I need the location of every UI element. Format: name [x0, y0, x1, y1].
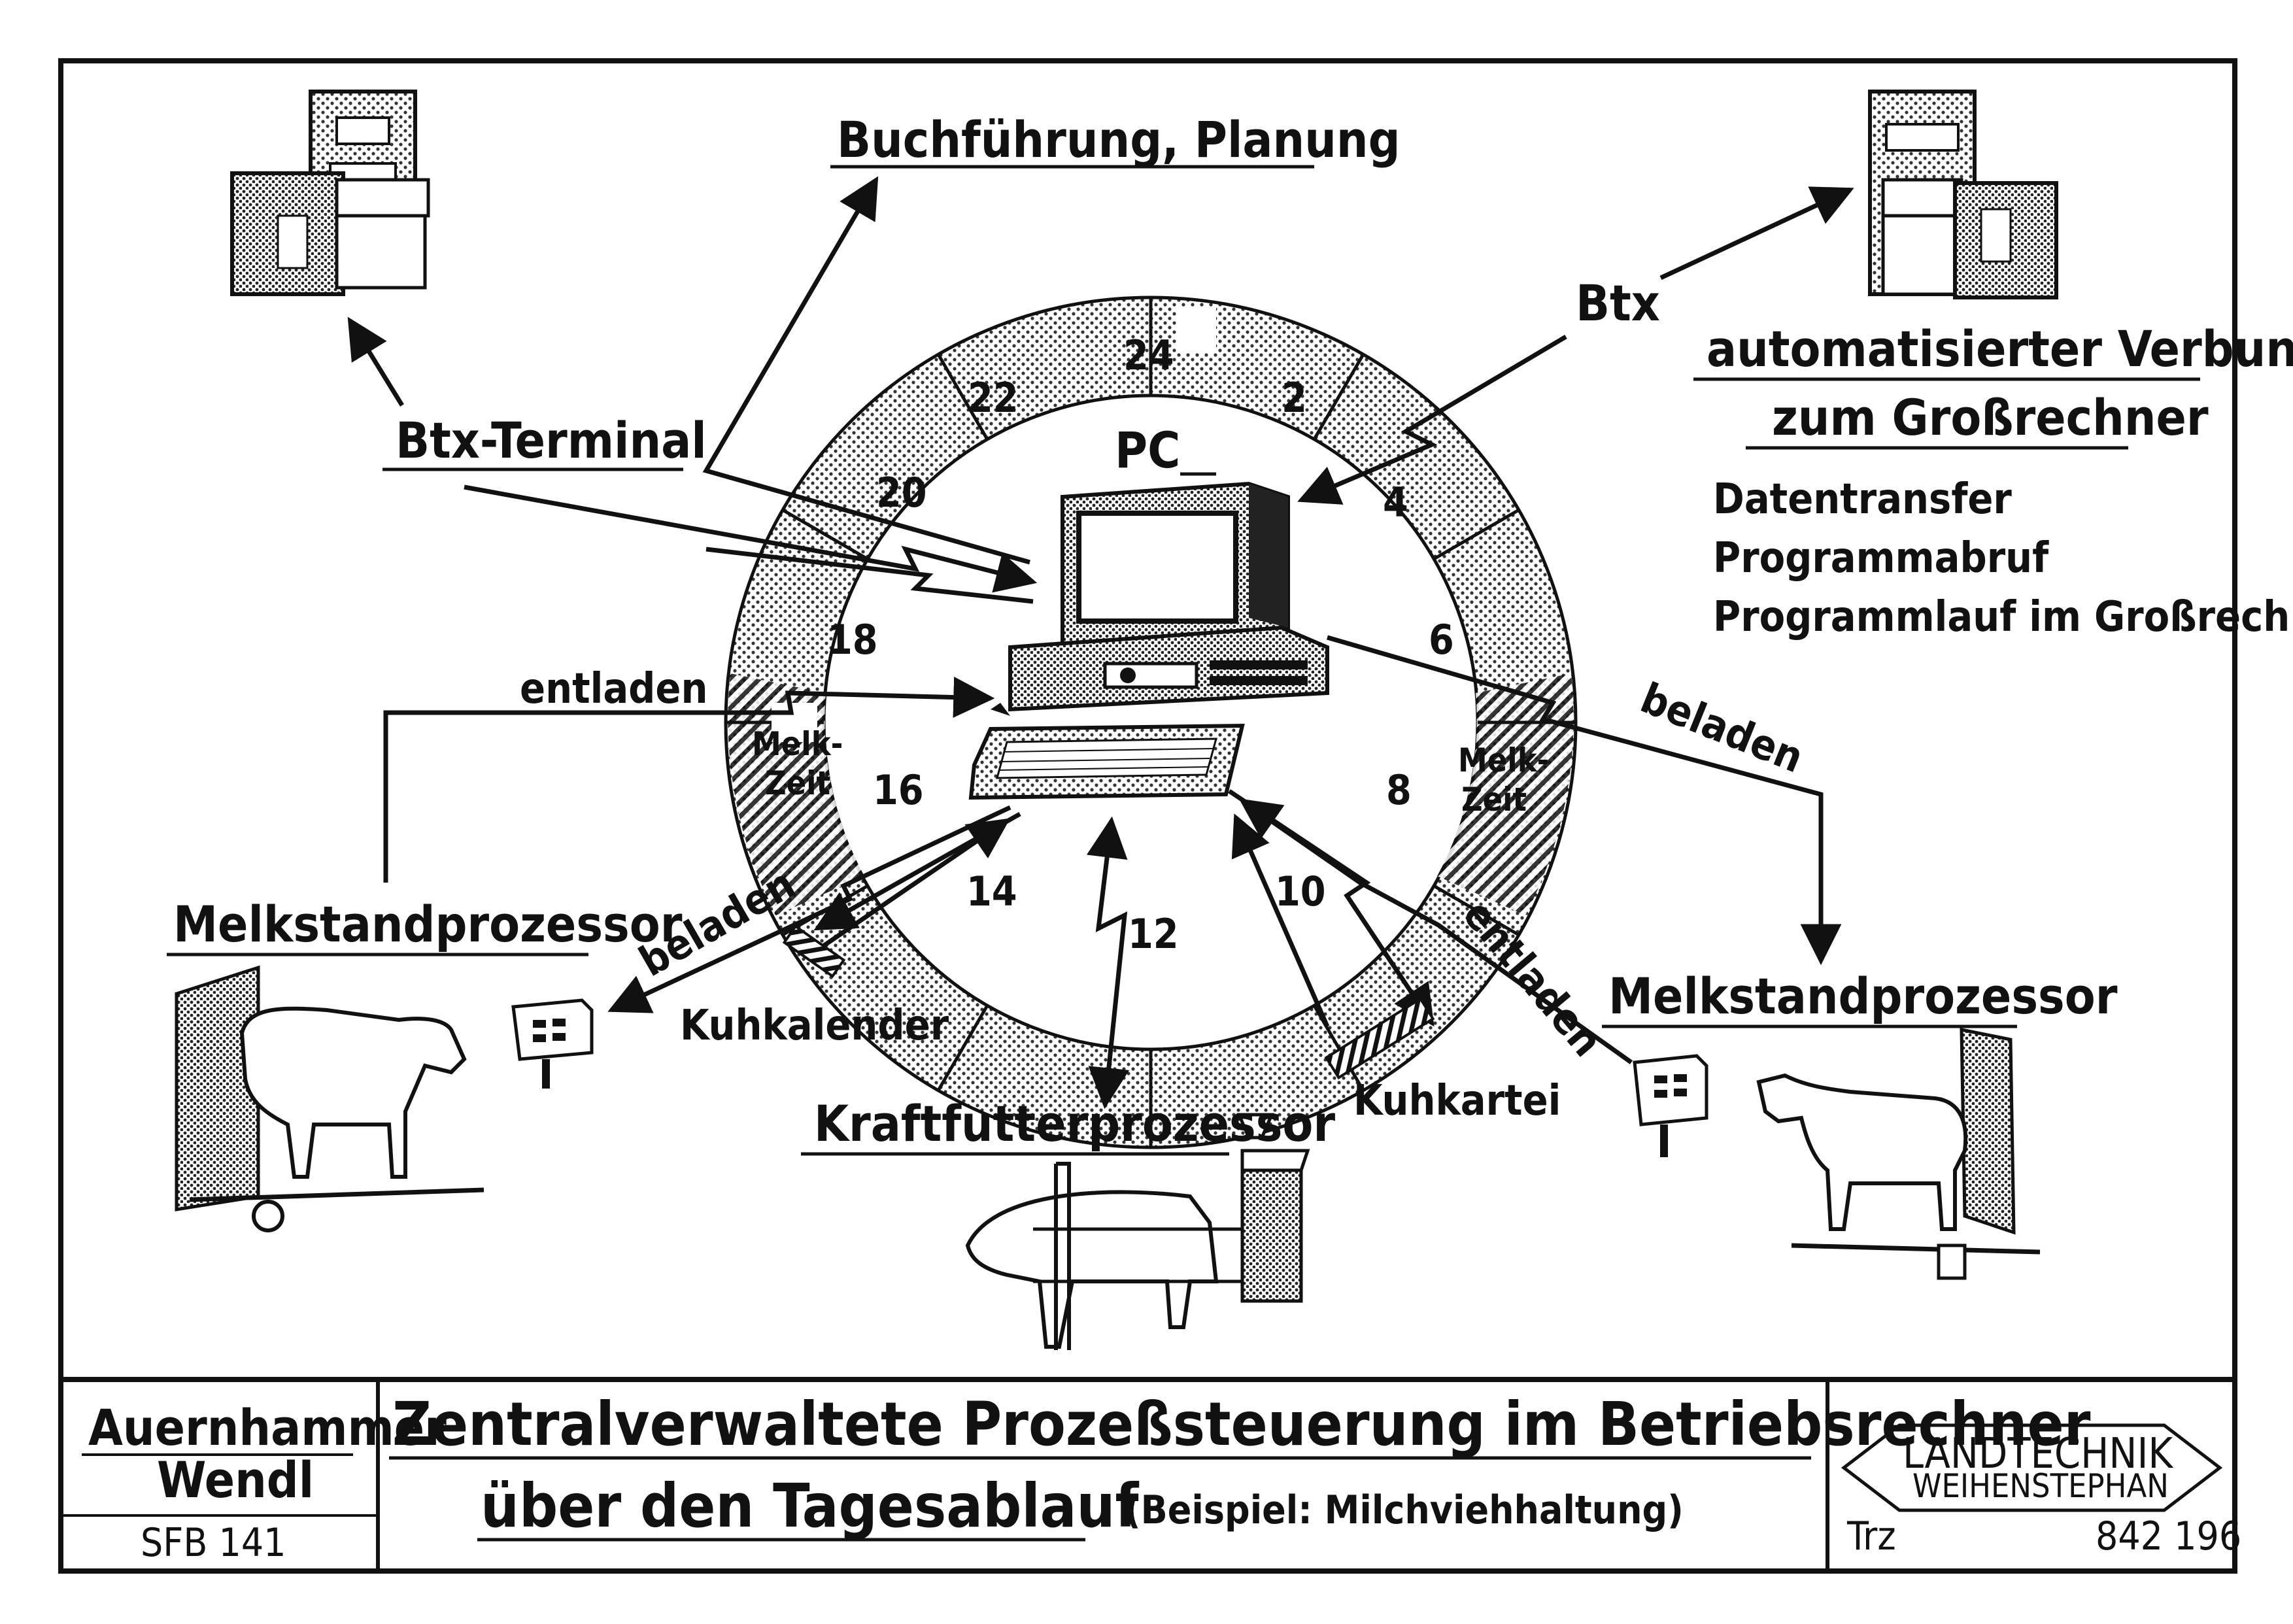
- programmlauf-label: Programmlauf im Großrechner: [1713, 593, 2293, 641]
- mainframe-computer-right: [1868, 90, 2058, 299]
- hour-label-16: 16: [873, 766, 924, 814]
- diagram-labels: Buchführung, Planung Btx automatisierter…: [167, 110, 2293, 1156]
- processor-terminal-right-icon: [1633, 1054, 1708, 1157]
- arrow-kuhkalender-to-pc: [809, 818, 1011, 956]
- hour-label-18: 18: [827, 616, 878, 664]
- hour-label-22: 22: [968, 374, 1019, 422]
- arrow-btx-terminal-to-pc: [464, 484, 1038, 593]
- code-right: 842 196: [2096, 1514, 2241, 1559]
- melkzeit-left-segment: [728, 673, 864, 915]
- arrow-kraftfutter: [1086, 816, 1130, 1109]
- kuhkalender-label: Kuhkalender: [680, 1002, 949, 1050]
- melkzeit-right-segment: [1437, 673, 1574, 915]
- hour-label-20: 20: [876, 469, 927, 516]
- kuhkartei-label: Kuhkartei: [1353, 1077, 1561, 1125]
- sheet-title-line1: Zentralverwaltete Prozeßsteuerung im Bet…: [392, 1389, 2091, 1459]
- melkzeit-left-label-2: Zeit: [765, 764, 830, 802]
- milking-stall-left-cow: [175, 965, 484, 1232]
- arrow-btx-to-mainframe: [1659, 186, 1854, 280]
- mainframe-computer-left: [230, 90, 430, 296]
- hour-label-2: 2: [1282, 374, 1307, 422]
- connections: [347, 176, 1854, 1109]
- milking-stall-right-cow: [1756, 1027, 2041, 1280]
- hour-label-12: 12: [1128, 910, 1179, 958]
- entladen-left-label: entladen: [520, 665, 707, 713]
- feeding-station-cow: [965, 1113, 1310, 1350]
- project-code: SFB 141: [141, 1520, 286, 1566]
- melkstand-left-label: Melkstandprozessor: [173, 895, 683, 953]
- melkstand-right-label: Melkstandprozessor: [1608, 967, 2118, 1025]
- melkzeit-right-label-2: Zeit: [1461, 781, 1527, 819]
- clock-hour-labels: 24 2 4 6 8 10 12 14 16 18 20 22: [827, 331, 1454, 958]
- authors-line1: Auernhammer: [88, 1398, 447, 1457]
- arrow-btx-to-pc: [1297, 334, 1567, 505]
- pc-label: PC: [1115, 421, 1180, 479]
- programmabruf-label: Programmabruf: [1713, 534, 2049, 583]
- kuhkalender-icon: [782, 924, 846, 978]
- melkzeit-right-label-1: Melk-: [1458, 741, 1549, 779]
- processor-terminal-left-icon: [511, 998, 594, 1089]
- verbund-label-line1: automatisierter Verbund: [1707, 320, 2293, 378]
- arrow-melkstand-left-to-pc: [383, 677, 995, 883]
- arrow-kuhkartei-to-pc: [1231, 813, 1330, 1028]
- landtechnik-logo-diamond: [1841, 1423, 2223, 1512]
- btx-label: Btx: [1576, 274, 1660, 332]
- hour-label-8: 8: [1386, 766, 1412, 814]
- btx-terminal-label: Btx-Terminal: [396, 411, 707, 469]
- logo-line2: WEIHENSTEPHAN: [1912, 1467, 2169, 1505]
- sheet-title-note: (Beispiel: Milchviehhaltung): [1125, 1487, 1684, 1533]
- arrow-melkstand-right-to-pc: [1238, 798, 1633, 1064]
- melkzeit-left-label-1: Melk-: [752, 725, 843, 763]
- code-left: Trz: [1846, 1514, 1896, 1559]
- kuhkartei-icon: [1324, 996, 1435, 1080]
- hour-label-4: 4: [1383, 479, 1408, 526]
- arrow-btx-terminal-to-computer: [347, 316, 404, 407]
- hour-label-10: 10: [1275, 868, 1326, 915]
- hour-label-24: 24: [1123, 331, 1174, 379]
- hour-label-6: 6: [1429, 616, 1454, 664]
- pc-computer: PC: [968, 421, 1329, 800]
- arrow-pc-to-melkstand-right: [1327, 635, 1842, 966]
- outer-frame: [58, 58, 2237, 1574]
- buchfuehrung-label: Buchführung, Planung: [837, 110, 1401, 169]
- logo-line1: LANDTECHNIK: [1903, 1430, 2173, 1478]
- hour-label-14: 14: [966, 868, 1017, 915]
- day-clock-ring: [724, 296, 1578, 1149]
- authors-line2: Wendl: [157, 1451, 314, 1509]
- footer: Auernhammer Wendl SFB 141 Zentralverwalt…: [82, 1389, 2241, 1566]
- arrow-pc-to-btx-terminal: [705, 547, 1034, 604]
- sheet-title-line2: über den Tagesablauf: [481, 1471, 1139, 1541]
- arrow-buchfuehrung: [702, 176, 1030, 565]
- kraftfutter-label: Kraftfutterprozessor: [814, 1094, 1335, 1153]
- verbund-label-line2: zum Großrechner: [1772, 388, 2209, 447]
- datentransfer-label: Datentransfer: [1713, 475, 2012, 524]
